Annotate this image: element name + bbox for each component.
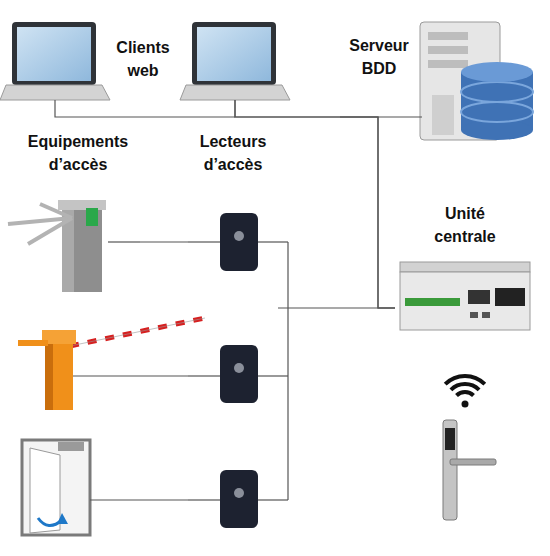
network-link <box>140 242 188 500</box>
device-heading: Equipements d’accès <box>18 130 138 176</box>
network-wire <box>55 100 422 500</box>
network-link <box>235 100 395 308</box>
barrier-gate <box>18 318 205 410</box>
access-reader <box>220 213 258 271</box>
network-link <box>235 100 340 117</box>
device-heading: Unité centrale <box>425 202 505 248</box>
device-heading: Clients web <box>108 36 178 82</box>
device-group: Equipements d’accès <box>0 130 140 535</box>
device-group: Lecteurs d’accès <box>188 130 278 515</box>
central-unit <box>400 262 530 330</box>
wireless-lock <box>443 420 496 520</box>
device-group: Serveur BDD <box>340 20 535 145</box>
access-reader <box>220 470 258 528</box>
device-heading: Lecteurs d’accès <box>188 130 278 176</box>
device-heading: Serveur BDD <box>343 34 415 80</box>
network-link <box>340 117 395 308</box>
device-group: Clients web <box>0 20 290 100</box>
device-group: Unité centrale <box>395 200 535 332</box>
network-link <box>278 307 395 308</box>
door <box>22 440 90 535</box>
wireless-icon <box>445 376 485 408</box>
turnstile <box>8 200 106 292</box>
laptop-right <box>180 22 290 100</box>
access-reader <box>220 345 258 403</box>
laptop-left <box>0 22 110 100</box>
server-icon <box>420 22 533 140</box>
